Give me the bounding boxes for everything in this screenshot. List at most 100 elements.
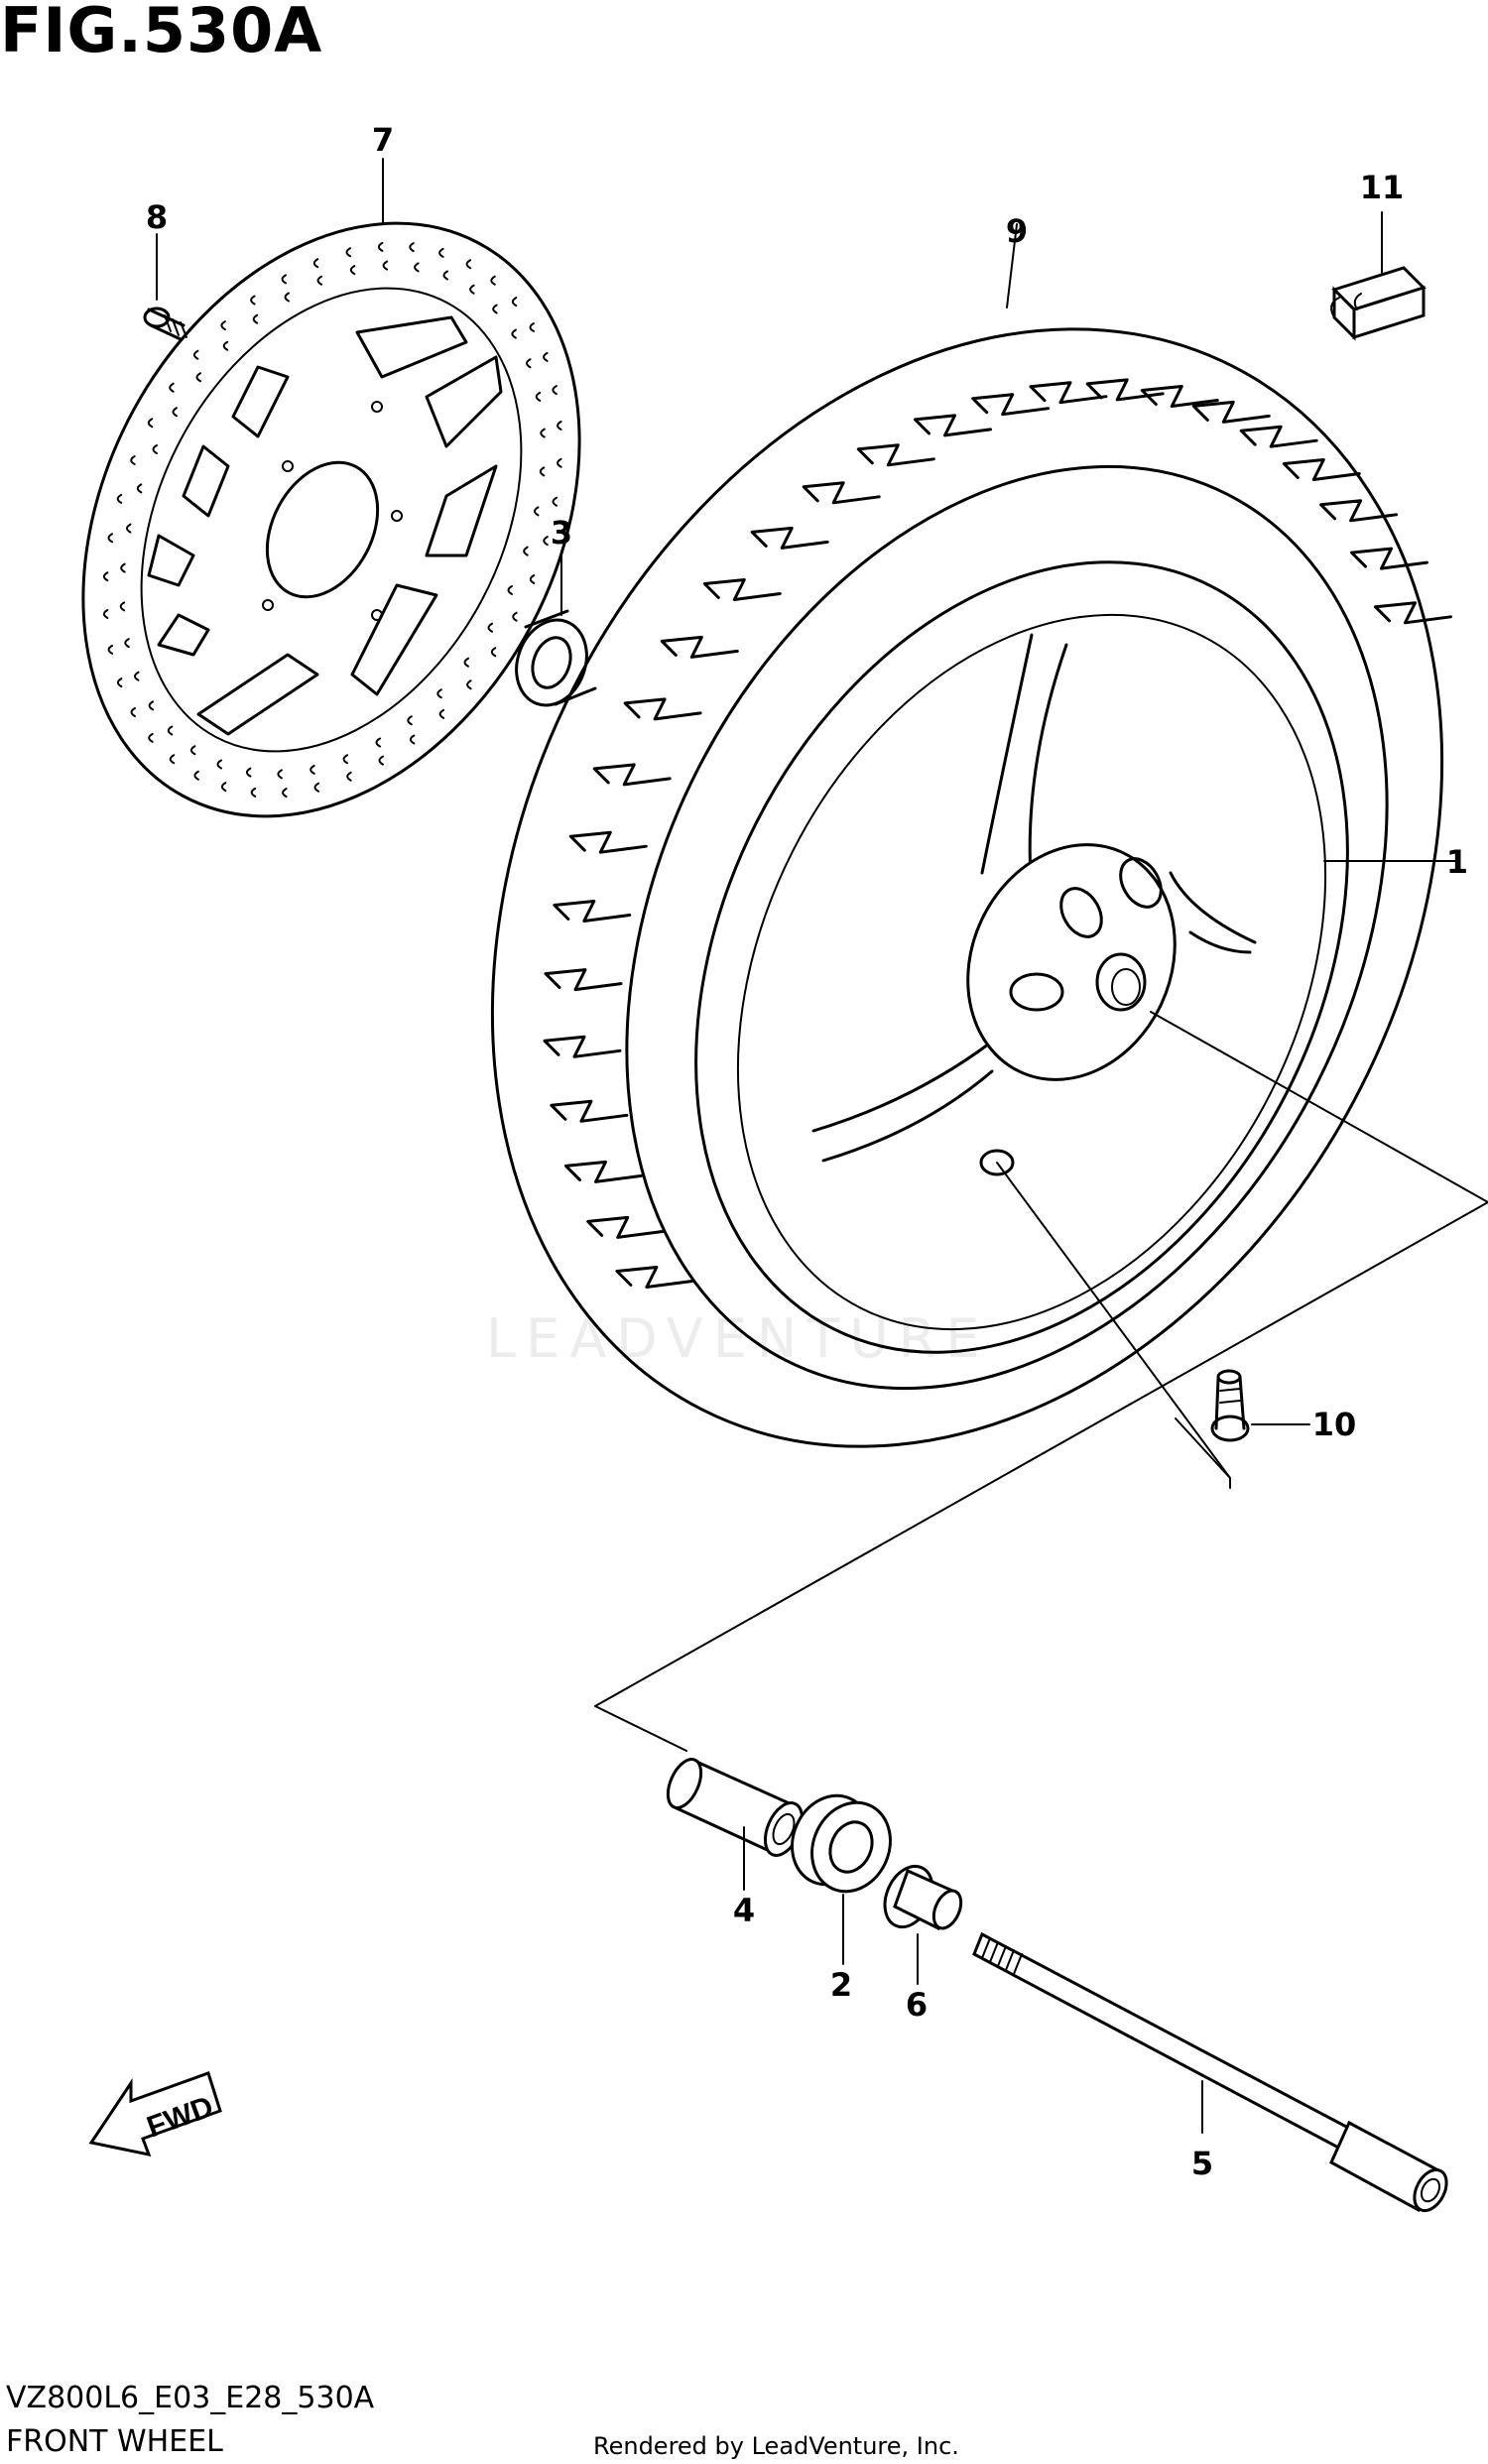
axis-line-b	[1150, 1011, 1488, 1203]
disc-hole	[250, 787, 257, 798]
disc-hole	[349, 265, 356, 276]
disc-hole	[492, 304, 498, 314]
disc-hole	[245, 767, 252, 778]
disc-hole	[193, 770, 199, 781]
disc-hole	[382, 260, 389, 271]
tread-mark	[1029, 381, 1108, 405]
disc-hole	[529, 574, 536, 584]
axis-line-d	[1175, 1417, 1231, 1489]
disc-hole	[375, 737, 381, 748]
disc-hole	[130, 455, 136, 465]
disc-hole	[312, 258, 319, 269]
disc-hole	[282, 788, 288, 799]
disc-hole	[147, 418, 154, 429]
disc-hole	[512, 611, 518, 622]
disc-hole	[487, 622, 493, 633]
disc-hole	[136, 483, 143, 494]
bearing-3	[515, 609, 597, 707]
disc-bolt	[143, 307, 187, 341]
disc-hole	[134, 671, 140, 681]
disc-hole	[252, 313, 259, 324]
callout-2: 2	[830, 1966, 852, 2004]
tread-mark	[1239, 425, 1318, 448]
disc-hole	[172, 407, 178, 418]
tread-mark	[592, 763, 672, 787]
disc-hole	[409, 734, 416, 745]
spacer-4	[666, 1758, 805, 1857]
disc-hole	[192, 349, 199, 360]
disc-hole	[148, 732, 154, 743]
watermark: LEADVENTURE	[486, 1307, 990, 1370]
bearing-2	[791, 1793, 892, 1894]
disc-hole	[342, 754, 348, 765]
disc-hole	[523, 546, 529, 556]
disc-hole	[507, 585, 513, 595]
disc-hole	[167, 725, 174, 736]
axis-line-a	[594, 1201, 1488, 1752]
wheel	[694, 560, 1349, 1354]
disc-hole	[120, 562, 126, 573]
disc-hole	[543, 351, 549, 362]
callout-11: 11	[1360, 169, 1405, 206]
disc-hole	[414, 262, 420, 273]
tread-mark	[568, 830, 648, 854]
disc-hole	[107, 644, 114, 655]
disc-hole	[409, 242, 415, 253]
tread-mark	[802, 481, 881, 505]
disc-hole	[345, 247, 351, 258]
disc-hole	[540, 428, 546, 438]
disc-hole	[511, 328, 517, 339]
tread-mark	[544, 968, 623, 992]
diagram-code: VZ800L6_E03_E28_530A	[6, 2381, 375, 2415]
tread-mark	[1319, 499, 1399, 523]
disc-hole	[552, 385, 558, 396]
tread-mark	[660, 635, 739, 659]
disc-hole	[284, 292, 290, 303]
disc-hole	[377, 241, 384, 252]
disc-hole	[378, 755, 384, 766]
disc-hole	[310, 764, 315, 775]
tread-mark	[856, 443, 935, 467]
disc-hole	[102, 609, 109, 619]
disc-hole	[189, 745, 196, 756]
disc-hole	[534, 506, 540, 517]
callout-9: 9	[1006, 212, 1028, 250]
diagram-subtitle: FRONT WHEEL	[6, 2424, 223, 2459]
disc-hole	[169, 382, 175, 393]
disc-hole	[511, 297, 518, 308]
disc-hole	[148, 700, 155, 711]
tread-mark	[1374, 601, 1452, 625]
callout-3: 3	[551, 514, 572, 552]
disc-hole	[313, 782, 319, 793]
disc-hole	[102, 571, 109, 582]
disc-hole	[438, 247, 444, 258]
tread-mark	[615, 1266, 694, 1289]
tread-mark	[543, 1035, 622, 1058]
disc-hole	[220, 782, 227, 793]
disc-hole	[535, 391, 542, 402]
tread-mark	[623, 697, 702, 721]
disc-hole	[116, 493, 123, 504]
tread-mark	[550, 1099, 629, 1123]
tire	[491, 327, 1452, 1448]
disc-hole	[438, 708, 445, 719]
disc-hole	[107, 533, 113, 544]
disc-hole	[169, 754, 176, 765]
disc-hole	[220, 320, 226, 331]
disc-hole	[281, 274, 287, 285]
disc-hole	[277, 769, 283, 780]
disc-hole	[557, 457, 562, 468]
spacer-collar-6	[883, 1864, 963, 1931]
disc-hole	[526, 358, 532, 369]
disc-hole	[216, 759, 222, 770]
disc-hole	[316, 275, 322, 286]
valve	[1210, 1369, 1250, 1442]
rendered-by-credit: Rendered by LeadVenture, Inc.	[593, 2432, 959, 2460]
disc-hole	[539, 466, 546, 477]
disc-hole	[195, 372, 201, 383]
disc-hole	[119, 601, 126, 612]
disc-hole	[346, 771, 352, 782]
disc-hole	[436, 688, 442, 699]
